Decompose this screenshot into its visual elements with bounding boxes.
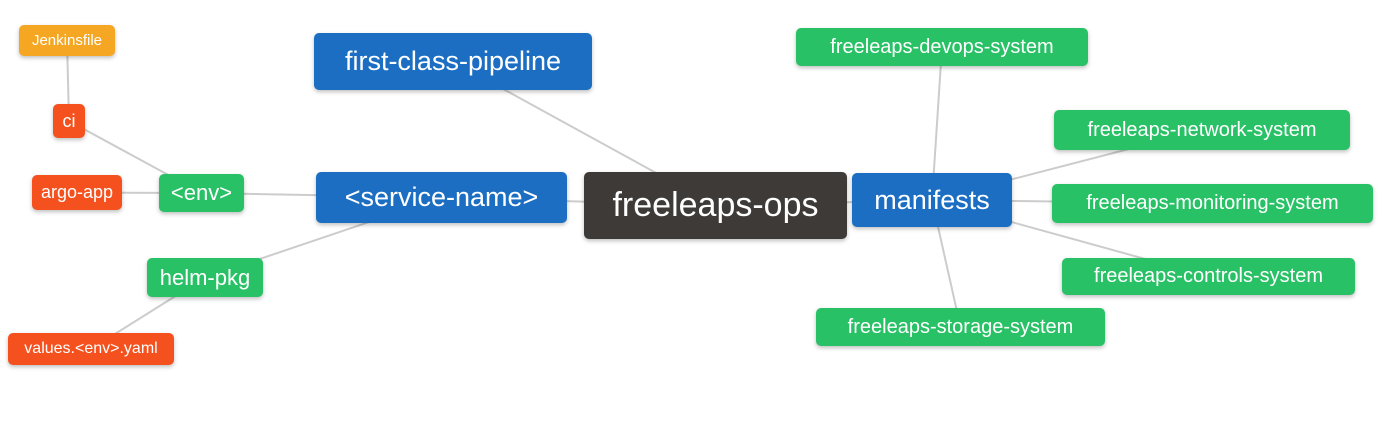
node-values-env-yaml[interactable]: values.<env>.yaml [8,333,174,365]
node-label-freeleaps-monitoring-system: freeleaps-monitoring-system [1086,192,1339,214]
node-argo-app[interactable]: argo-app [32,175,122,210]
node-freeleaps-monitoring-system[interactable]: freeleaps-monitoring-system [1052,184,1373,223]
node-label-manifests: manifests [874,184,990,215]
node-label-freeleaps-controls-system: freeleaps-controls-system [1094,265,1323,287]
node-label-freeleaps-ops: freeleaps-ops [612,186,819,224]
node-label-jenkinsfile: Jenkinsfile [31,32,103,49]
node-label-env: <env> [170,180,233,205]
node-freeleaps-ops[interactable]: freeleaps-ops [584,172,847,239]
node-freeleaps-storage-system[interactable]: freeleaps-storage-system [816,308,1105,346]
node-label-freeleaps-network-system: freeleaps-network-system [1087,118,1317,141]
node-label-first-class-pipeline: first-class-pipeline [344,46,562,76]
node-label-argo-app: argo-app [40,182,114,202]
node-first-class-pipeline[interactable]: first-class-pipeline [314,33,592,90]
node-label-ci: ci [62,110,76,131]
node-jenkinsfile[interactable]: Jenkinsfile [19,25,115,56]
node-label-service-name: <service-name> [344,182,539,212]
node-freeleaps-network-system[interactable]: freeleaps-network-system [1054,110,1350,150]
node-manifests[interactable]: manifests [852,173,1012,227]
node-env[interactable]: <env> [159,174,244,212]
node-ci[interactable]: ci [53,104,85,138]
node-label-freeleaps-storage-system: freeleaps-storage-system [847,315,1074,338]
node-service-name[interactable]: <service-name> [316,172,567,223]
node-helm-pkg[interactable]: helm-pkg [147,258,263,297]
node-label-freeleaps-devops-system: freeleaps-devops-system [830,35,1054,58]
node-label-helm-pkg: helm-pkg [159,264,251,290]
node-freeleaps-devops-system[interactable]: freeleaps-devops-system [796,28,1088,66]
node-label-values-env-yaml: values.<env>.yaml [24,340,158,357]
node-freeleaps-controls-system[interactable]: freeleaps-controls-system [1062,258,1355,295]
